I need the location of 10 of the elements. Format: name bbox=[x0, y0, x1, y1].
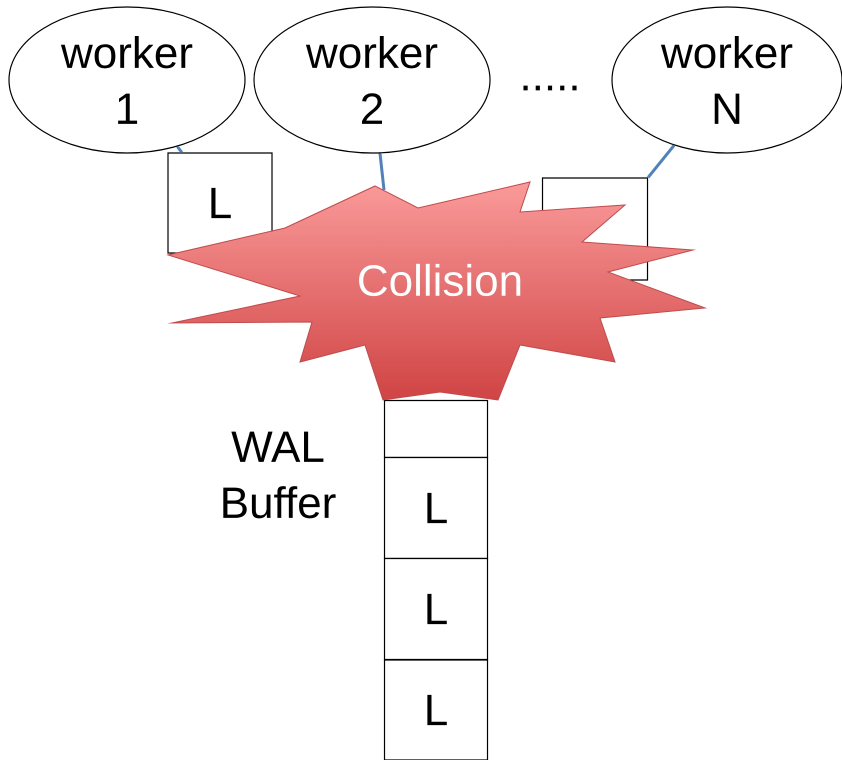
log-cell: L bbox=[167, 152, 273, 254]
connector-line bbox=[176, 146, 183, 154]
buffer-label: WAL Buffer bbox=[223, 432, 336, 518]
connector-line bbox=[646, 144, 676, 178]
log-cell: L bbox=[384, 456, 488, 560]
log-cell: L bbox=[384, 558, 488, 660]
log-cell: L bbox=[384, 659, 488, 760]
empty-cell bbox=[384, 400, 488, 458]
dot-leader: ..... bbox=[523, 86, 577, 90]
connector-line bbox=[378, 153, 386, 190]
